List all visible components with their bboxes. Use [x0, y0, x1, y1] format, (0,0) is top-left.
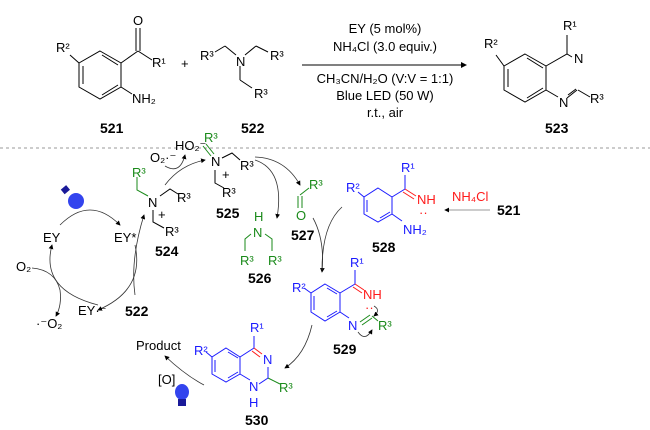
r1-label: R¹: [563, 18, 577, 33]
compound-label-521: 521: [100, 120, 124, 136]
nitrogen-label: N: [559, 95, 568, 110]
product-label: Product: [136, 338, 181, 353]
compound-label-527: 527: [291, 227, 315, 243]
compound-521: R² O R¹ NH₂ 521: [56, 13, 166, 136]
nitrogen-label: N: [348, 318, 357, 333]
compound-526: H N R³ R³ 526: [240, 209, 282, 286]
compound-522: N R³ R³ R³ 522: [200, 45, 284, 136]
compound-528: R² R¹ NH ·· NH₂ 528: [346, 160, 436, 255]
compound-label-521: 521: [497, 202, 521, 218]
hydrogen-label: H: [249, 395, 258, 410]
r3-label: R³: [279, 380, 293, 395]
plus-sign: +: [181, 56, 189, 71]
compound-label-522: 522: [125, 303, 149, 319]
compound-label-529: 529: [333, 341, 357, 357]
reagent-nh4cl: NH₄Cl: [452, 189, 488, 204]
compound-525: O₂·⁻ HO₂⁻ N + R³ R³ R³ 525: [150, 130, 301, 221]
oxygen-label: O: [133, 13, 143, 28]
r3-label: R³: [268, 253, 282, 268]
conditions: EY (5 mol%) NH₄Cl (3.0 equiv.) CH₃CN/H₂O…: [317, 21, 454, 120]
nitrogen-label: N: [253, 225, 262, 240]
compound-529: R² R¹ NH ·· N R³ 529: [292, 255, 392, 357]
charge-label: +: [222, 167, 230, 182]
compound-label-523: 523: [545, 120, 569, 136]
compound-524: N + R³ R³ R³ 524: [132, 158, 206, 259]
imine-label: NH: [363, 287, 382, 302]
r3-label: R³: [240, 253, 254, 268]
r3-label: R³: [378, 318, 392, 333]
photocatalytic-cycle: EY EY* O₂ EY·⁻ ·⁻O₂ 522: [16, 185, 149, 331]
oxidant-label: [O]: [158, 372, 175, 387]
compound-527: R³ O 527: [291, 177, 323, 243]
r3-label: R³: [590, 91, 604, 106]
nitrogen-label: N: [211, 154, 220, 169]
oxygen-label: O₂: [16, 259, 31, 274]
hydroperoxide-label: HO₂⁻: [175, 138, 206, 153]
r3-label: R³: [222, 185, 236, 200]
nitrogen-label: N: [574, 51, 583, 66]
charge-label: +: [158, 207, 166, 222]
r1-label: R¹: [401, 160, 415, 175]
r2-label: R²: [194, 343, 208, 358]
compound-label-528: 528: [372, 239, 396, 255]
nitrogen-label: N: [148, 195, 157, 210]
oxygen-label: O: [296, 208, 306, 223]
r3-label: R³: [200, 48, 214, 63]
r3-label: R³: [254, 86, 268, 101]
r2-label: R²: [56, 40, 70, 55]
lone-pair-dots: ··: [419, 205, 428, 220]
compound-label-525: 525: [216, 205, 240, 221]
lone-pair-dots: ··: [365, 300, 374, 315]
condition-temperature: r.t., air: [367, 105, 404, 120]
r3-label: R³: [309, 177, 323, 192]
compound-530: R² R¹ N R³ N H 530: [194, 320, 293, 428]
r1-label: R¹: [152, 55, 166, 70]
r1-label: R¹: [250, 320, 264, 335]
imine-label: NH: [417, 192, 436, 207]
r3-label: R³: [177, 190, 191, 205]
compound-523: R¹ N N R³ R² 523: [484, 18, 604, 136]
superoxide-label: ·⁻O₂: [36, 316, 62, 331]
r2-label: R²: [484, 36, 498, 51]
ey-excited-label: EY*: [114, 230, 136, 245]
ey-radical-anion-label: EY·⁻: [78, 303, 107, 318]
r2-label: R²: [292, 280, 306, 295]
compound-label-530: 530: [245, 412, 269, 428]
r3-label: R³: [204, 130, 218, 145]
condition-additive: NH₄Cl (3.0 equiv.): [333, 39, 437, 54]
condition-light: Blue LED (50 W): [336, 88, 434, 103]
nh2-label: NH₂: [132, 91, 156, 106]
nitrogen-label: N: [263, 352, 272, 367]
r3-label: R³: [132, 165, 146, 180]
superoxide-label: O₂·⁻: [150, 150, 176, 165]
r3-label: R³: [165, 224, 179, 239]
nitrogen-label: N: [236, 54, 245, 69]
r2-label: R²: [346, 180, 360, 195]
condition-solvent: CH₃CN/H₂O (V:V = 1:1): [317, 71, 454, 86]
hydrogen-label: H: [254, 209, 263, 224]
lightbulb-icon: [175, 384, 189, 406]
ey-label: EY: [43, 230, 61, 245]
r1-label: R¹: [350, 255, 364, 270]
nh2-label: NH₂: [403, 222, 427, 237]
nitrogen-label: N: [249, 379, 258, 394]
compound-label-524: 524: [155, 243, 179, 259]
compound-label-522: 522: [241, 120, 265, 136]
compound-label-526: 526: [248, 270, 272, 286]
condition-catalyst: EY (5 mol%): [349, 21, 422, 36]
lightbulb-icon: [60, 185, 84, 209]
r3-label: R³: [270, 48, 284, 63]
r3-label: R³: [240, 158, 254, 173]
